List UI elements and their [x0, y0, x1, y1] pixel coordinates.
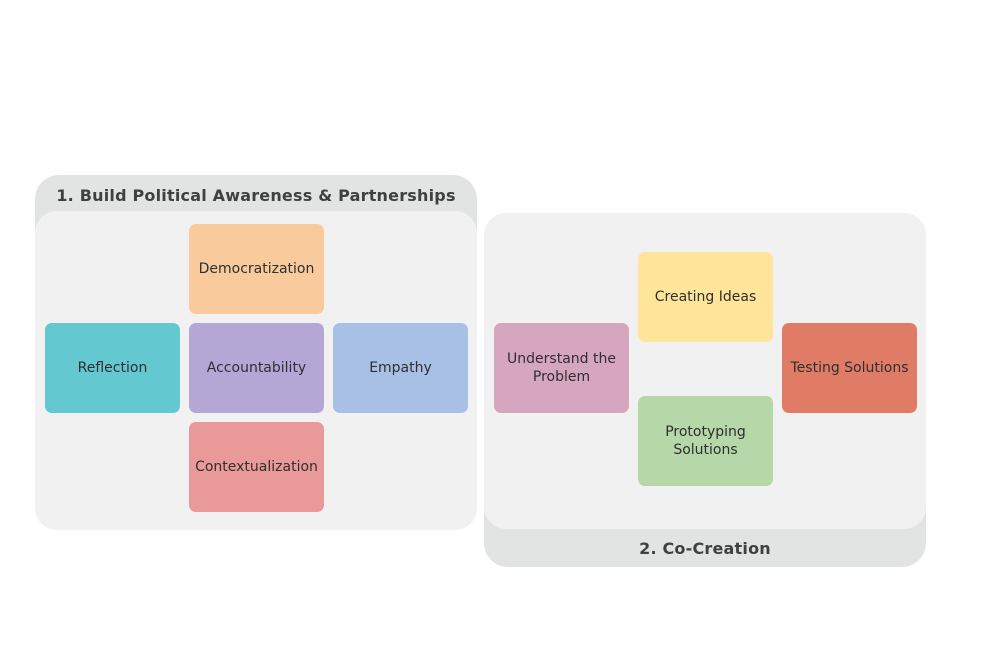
- box-label-contextualization: Contextualization: [195, 459, 318, 475]
- box-understand-the-problem: Understand the Problem: [494, 323, 629, 413]
- box-reflection: Reflection: [45, 323, 180, 413]
- box-contextualization: Contextualization: [189, 422, 324, 512]
- box-label-reflection: Reflection: [77, 360, 148, 376]
- box-prototyping-solutions: Prototyping Solutions: [638, 396, 773, 486]
- box-label-accountability: Accountability: [206, 360, 307, 376]
- box-label-understand-the-problem: Understand the Problem: [507, 351, 616, 385]
- box-label-testing-solutions: Testing Solutions: [790, 360, 909, 376]
- box-testing-solutions: Testing Solutions: [782, 323, 917, 413]
- group-title-co-creation: 2. Co-Creation: [639, 539, 771, 558]
- group-title-build-political-awareness: 1. Build Political Awareness & Partnersh…: [56, 186, 456, 205]
- box-accountability: Accountability: [189, 323, 324, 413]
- box-creating-ideas: Creating Ideas: [638, 252, 773, 342]
- box-label-prototyping-solutions: Prototyping Solutions: [665, 424, 746, 458]
- box-label-democratization: Democratization: [198, 261, 315, 277]
- box-label-empathy: Empathy: [369, 360, 432, 376]
- box-democratization: Democratization: [189, 224, 324, 314]
- box-empathy: Empathy: [333, 323, 468, 413]
- box-label-creating-ideas: Creating Ideas: [654, 289, 757, 305]
